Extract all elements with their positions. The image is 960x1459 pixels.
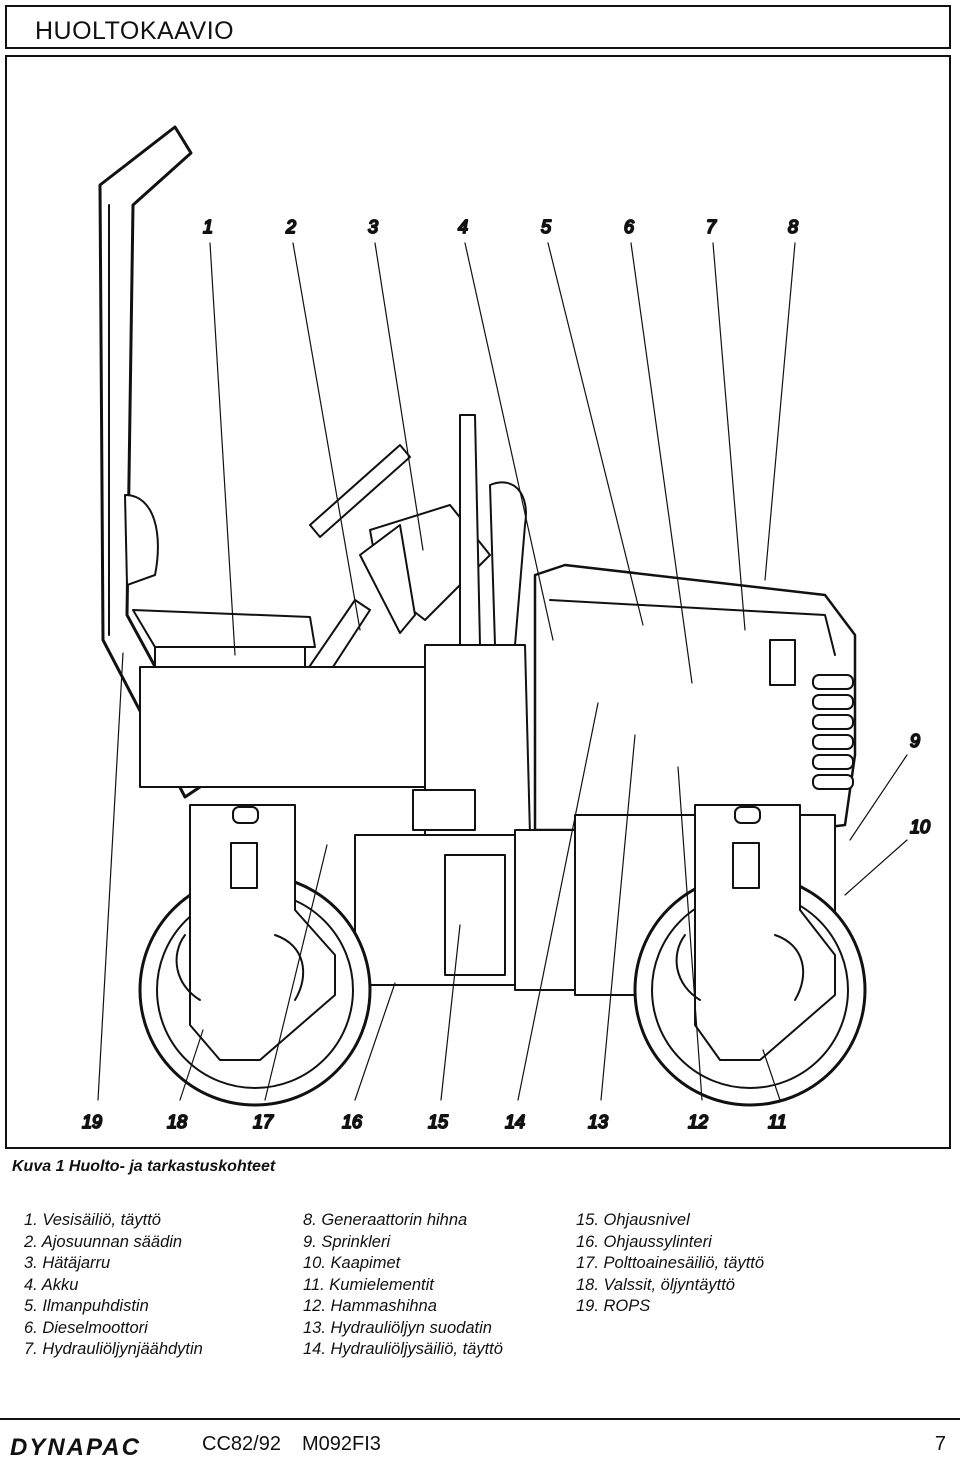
operator-seat: [124, 494, 316, 668]
legend-item: 8. Generaattorin hihna: [303, 1211, 468, 1229]
legend-item: 1. Vesisäiliö, täyttö: [24, 1211, 161, 1229]
callout-15: 15: [428, 1112, 449, 1132]
legend-item: 2. Ajosuunnan säädin: [24, 1232, 183, 1251]
front-drum: [633, 804, 867, 1107]
legend-item: 5. Ilmanpuhdistin: [24, 1297, 149, 1315]
callout-14: 14: [505, 1112, 525, 1132]
legend-column-3: 15. Ohjausnivel 16. Ohjaussylinteri 17. …: [576, 1210, 764, 1318]
callout-8: 8: [788, 217, 798, 237]
callout-12: 12: [688, 1112, 708, 1132]
legend-item: 15. Ohjausnivel: [576, 1211, 690, 1229]
legend-item: 6. Dieselmoottori: [24, 1318, 148, 1337]
leader-lines: [97, 242, 908, 1101]
callout-2: 2: [285, 217, 296, 237]
callout-9: 9: [910, 731, 920, 751]
page-title: HUOLTOKAAVIO: [35, 17, 235, 45]
callout-19: 19: [82, 1112, 102, 1132]
footer-divider: [0, 1418, 960, 1420]
document-code: M092FI3: [302, 1433, 381, 1455]
callout-16: 16: [342, 1112, 363, 1132]
callout-18: 18: [167, 1112, 187, 1132]
callout-3: 3: [368, 217, 378, 237]
svg-text:DYNAPAC: DYNAPAC: [10, 1434, 141, 1458]
legend-item: 9. Sprinkleri: [303, 1232, 391, 1251]
page-number: 7: [934, 1433, 946, 1455]
hood-vents: [812, 674, 854, 790]
roller-service-diagram: 1 2 3 4 5 6 7 8 9 10 19 18 17 16 15 14 1…: [81, 125, 931, 1133]
callouts-top: 1 2 3 4 5 6 7 8: [202, 216, 799, 238]
figure-frame: [5, 55, 951, 1149]
callout-4: 4: [458, 217, 468, 237]
legend-column-1: 1. Vesisäiliö, täyttö 2. Ajosuunnan sääd…: [24, 1210, 203, 1361]
callout-10: 10: [910, 817, 930, 837]
legend-item: 14. Hydrauliöljysäiliö, täyttö: [303, 1340, 503, 1358]
legend-item: 7. Hydrauliöljynjäähdytin: [24, 1340, 203, 1358]
legend-item: 12. Hammashihna: [303, 1297, 437, 1315]
callout-13: 13: [588, 1112, 608, 1132]
legend-item: 11. Kumielementit: [303, 1275, 434, 1294]
callout-7: 7: [706, 217, 717, 237]
callout-1: 1: [203, 217, 213, 237]
legend-item: 18. Valssit, öljyntäyttö: [576, 1275, 735, 1294]
callouts-side: 9 10: [909, 730, 931, 838]
legend-item: 17. Polttoainesäiliö, täyttö: [576, 1254, 765, 1272]
legend-column-2: 8. Generaattorin hihna 9. Sprinkleri 10.…: [303, 1210, 503, 1361]
legend-item: 10. Kaapimet: [303, 1254, 401, 1272]
callout-17: 17: [253, 1112, 274, 1132]
legend-item: 4. Akku: [24, 1275, 79, 1294]
title-box: HUOLTOKAAVIO: [5, 5, 951, 49]
dynapac-logo: DYNAPAC: [10, 1434, 141, 1458]
callout-5: 5: [541, 217, 552, 237]
legend-item: 13. Hydrauliöljyn suodatin: [303, 1318, 492, 1337]
figure-caption: Kuva 1 Huolto- ja tarkastuskohteet: [12, 1158, 276, 1175]
legend-item: 19. ROPS: [576, 1297, 651, 1315]
legend-item: 16. Ohjaussylinteri: [576, 1232, 712, 1251]
legend-item: 3. Hätäjarru: [24, 1254, 111, 1272]
callout-6: 6: [624, 217, 635, 237]
callout-11: 11: [768, 1112, 787, 1132]
model-number: CC82/92: [202, 1433, 281, 1455]
chassis-body: [139, 644, 531, 986]
callouts-bottom: 19 18 17 16 15 14 13 12 11: [81, 1111, 788, 1133]
rear-drum: [138, 804, 372, 1107]
